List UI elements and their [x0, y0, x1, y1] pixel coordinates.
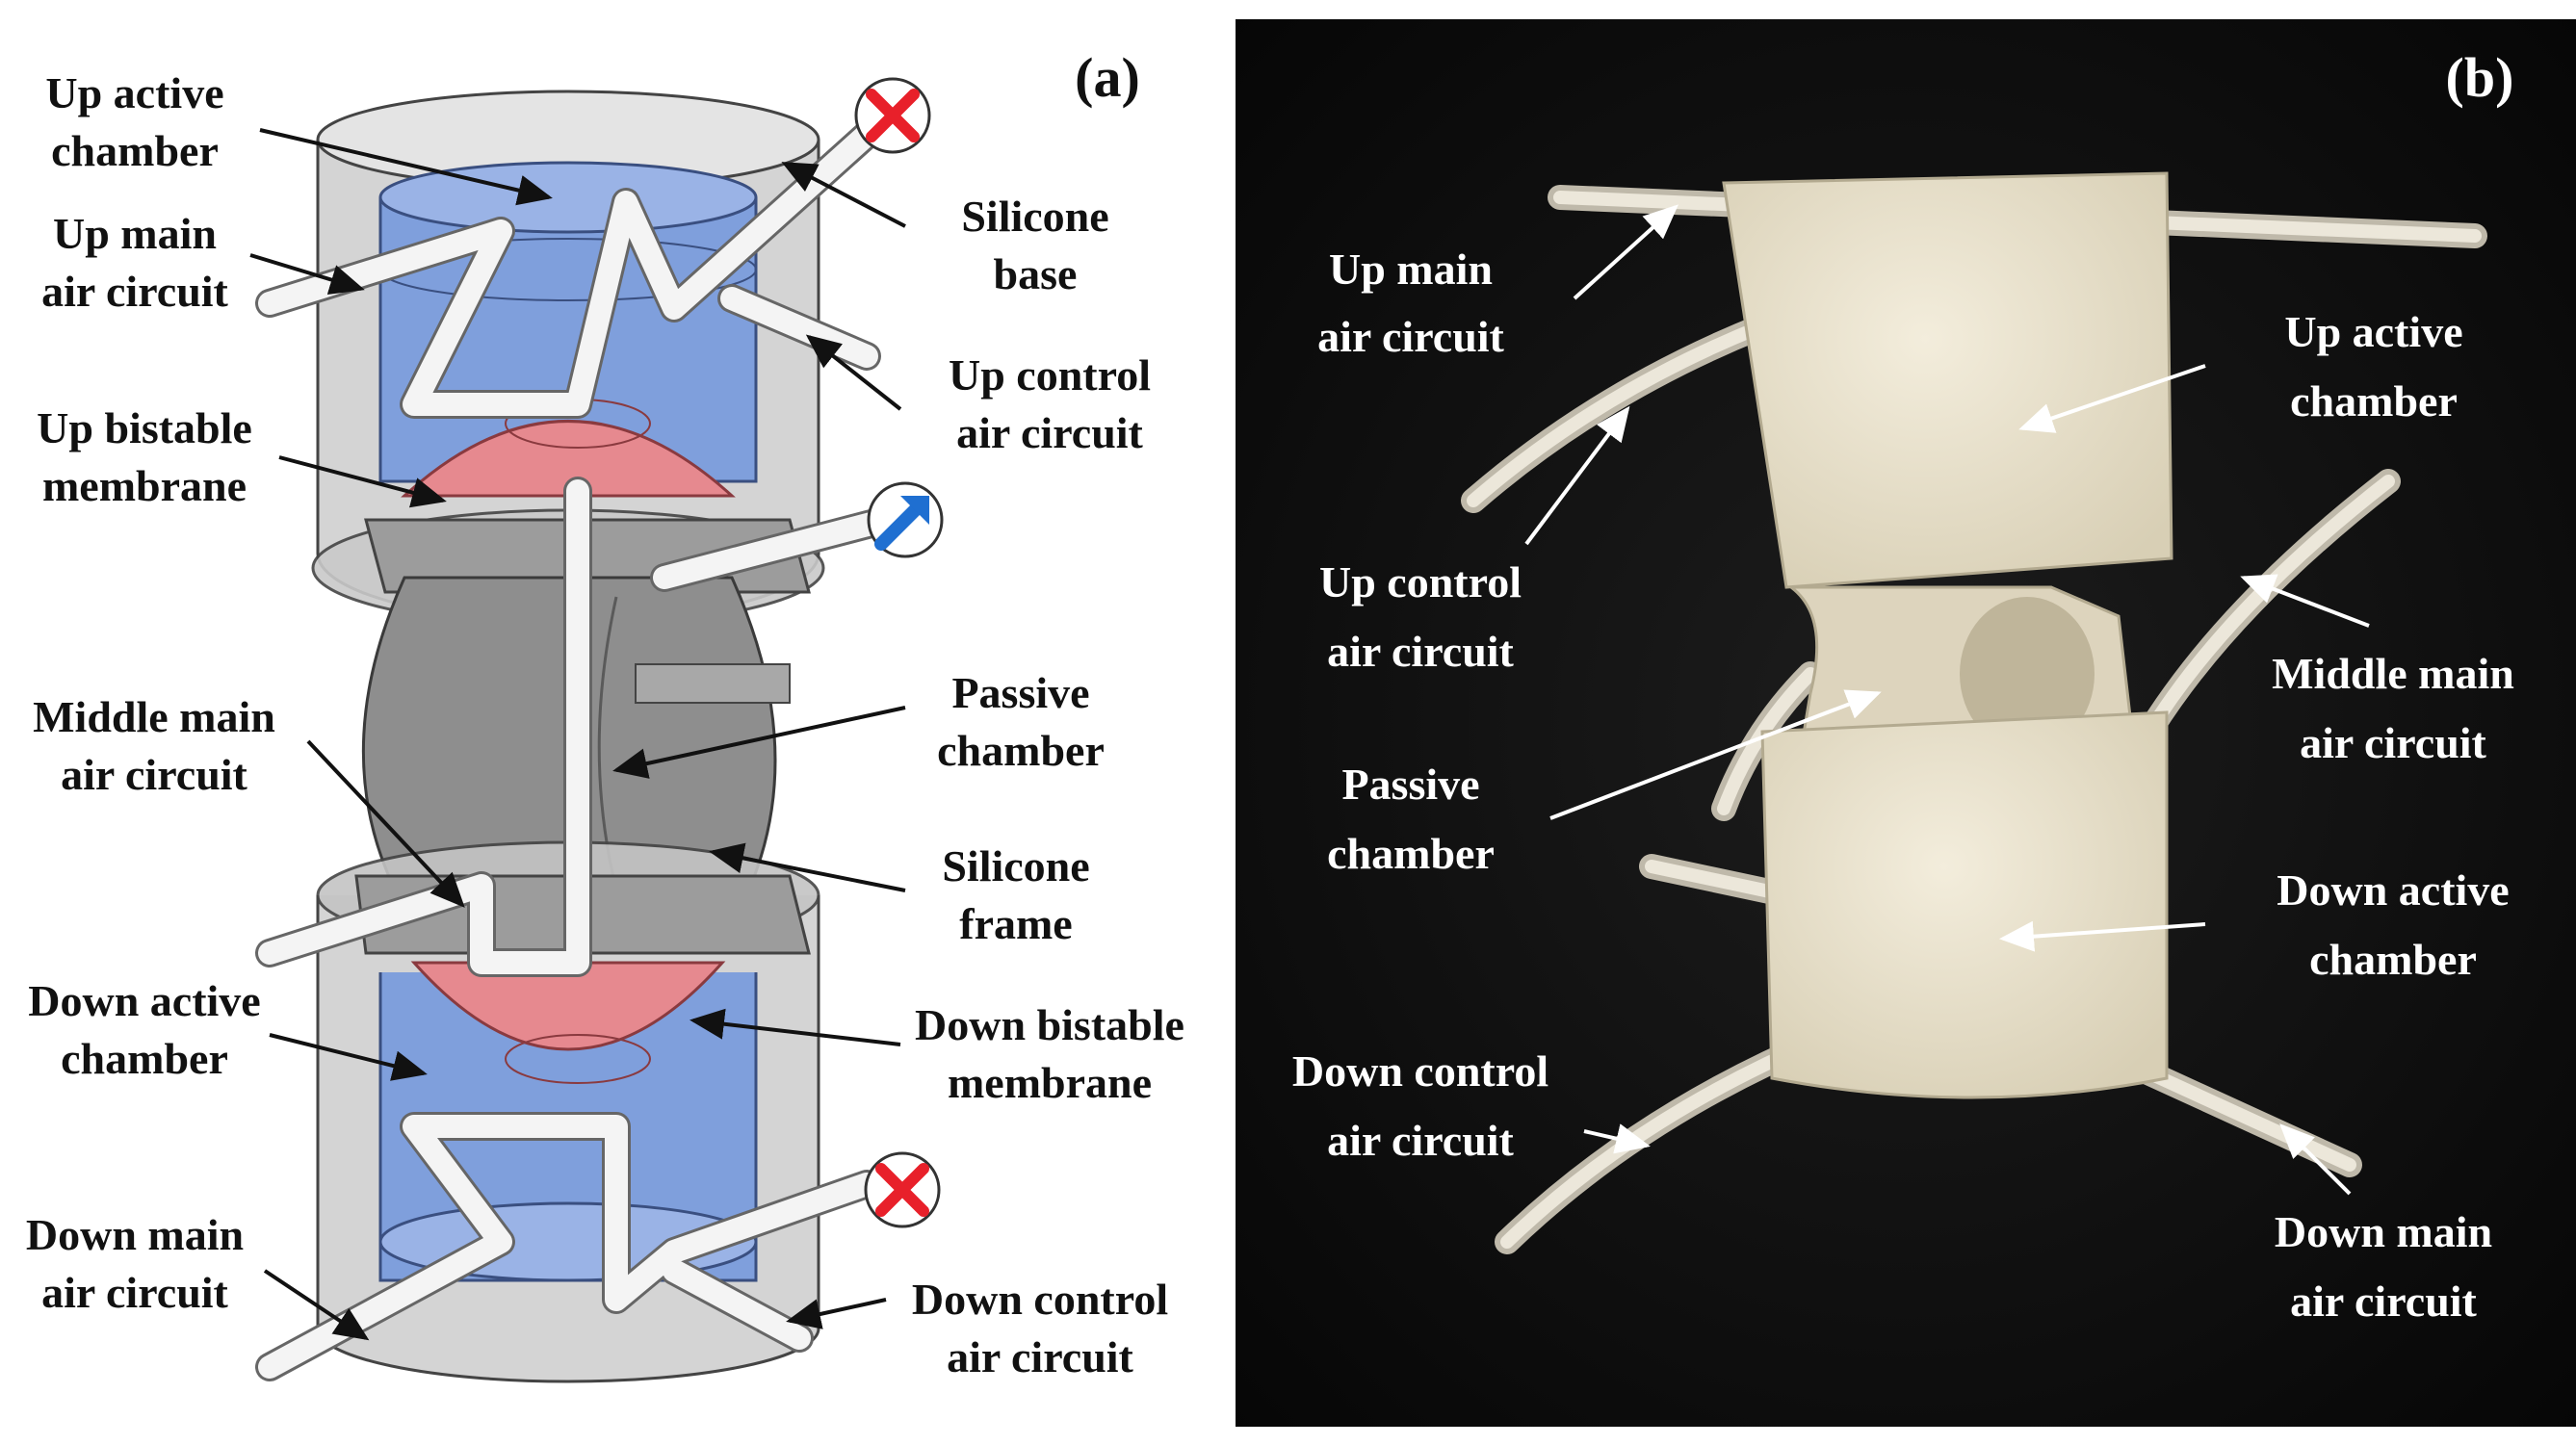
up-bistable-membrane [401, 420, 736, 498]
blocked-x-icon [864, 1151, 941, 1228]
panel-a-leader-arrows [249, 128, 906, 1341]
panel-b-leader-arrows [1524, 204, 2370, 1196]
panel-a-tag: (a) [1075, 46, 1140, 109]
flow-arrow-icon [867, 481, 944, 558]
down-bistable-membrane [410, 961, 726, 1051]
photo-silicone-body [1722, 171, 2173, 1099]
panel-b-tag: (b) [2446, 46, 2514, 109]
blocked-x-icon [854, 77, 931, 154]
air-circuits [255, 120, 900, 1381]
